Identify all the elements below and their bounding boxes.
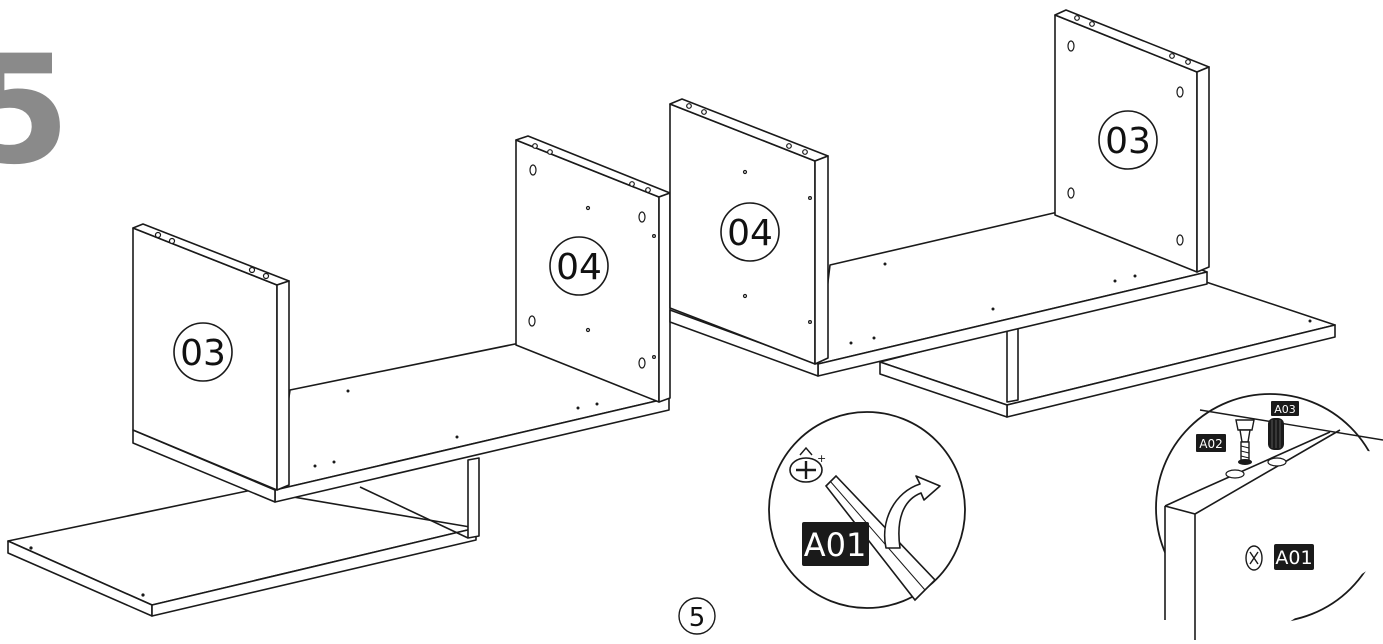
- part-label-left-side: 03: [173, 322, 233, 382]
- detail-board: [1164, 409, 1383, 640]
- part-label-left-divider: 04: [549, 236, 609, 296]
- screw-icon: +: [789, 446, 826, 483]
- part-label-right-divider: 04: [720, 202, 780, 262]
- part-label-right-side: 03: [1098, 110, 1158, 170]
- page-number: 5: [678, 597, 716, 635]
- right-lower-connector: [1006, 327, 1019, 403]
- board-screw-icon: [1245, 545, 1263, 571]
- screw-tag: A01: [802, 522, 869, 566]
- part-number: 03: [1105, 121, 1151, 162]
- left-bottom-board: [7, 489, 477, 617]
- hardware-detail: A02 A03 A01: [1155, 393, 1383, 640]
- dowel-tag: A03: [1271, 401, 1299, 416]
- dowel-icon: [1268, 418, 1284, 450]
- left-lower-connector: [359, 457, 480, 539]
- left-shelf-unit: [7, 135, 671, 617]
- screw-tag-label: A01: [804, 526, 867, 564]
- screwdriver-icon: [824, 474, 937, 602]
- part-number: 04: [556, 247, 602, 288]
- dowel-tag-label: A03: [1274, 403, 1296, 416]
- screwdriver-detail: + A01: [768, 411, 966, 609]
- rotate-clockwise-icon: [884, 475, 941, 549]
- page-number-text: 5: [689, 603, 706, 633]
- part-number: 03: [180, 333, 226, 374]
- part-number: 04: [727, 213, 773, 254]
- cam-bolt-tag: A02: [1196, 434, 1226, 452]
- cam-bolt-tag-label: A02: [1199, 437, 1222, 451]
- step-number: 5: [0, 24, 70, 198]
- right-shelf-board: [669, 211, 1208, 377]
- screw-detail-tag-label: A01: [1275, 547, 1312, 569]
- svg-text:+: +: [817, 452, 826, 465]
- screw-detail-tag: A01: [1274, 544, 1314, 570]
- left-shelf-board: [132, 342, 670, 503]
- cam-bolt-icon: [1235, 419, 1255, 465]
